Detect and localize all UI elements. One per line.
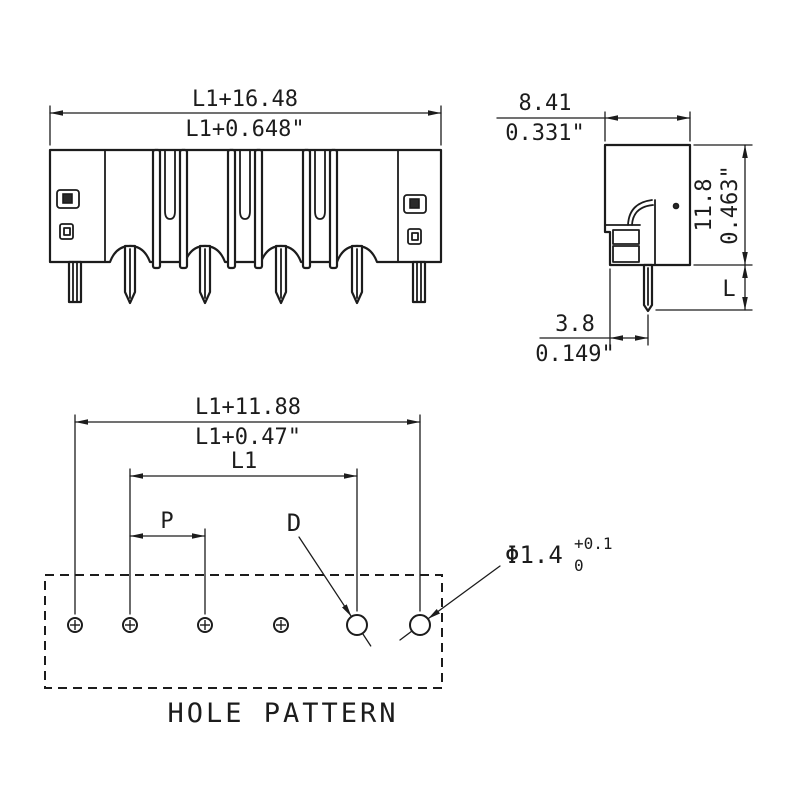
side-lever-curve — [627, 199, 653, 226]
d-ref-label: D — [287, 509, 301, 537]
leader-tail — [399, 630, 413, 641]
side-height-dim-in: 0.463" — [718, 165, 743, 244]
hole-dia-tol-lower: 0 — [574, 556, 584, 575]
pitch-dimension: P — [129, 509, 206, 615]
front-width-dim-mm: L1+16.48 — [192, 87, 298, 112]
end-pin — [67, 260, 83, 304]
clamp-frame — [403, 194, 427, 214]
tower-fin — [328, 148, 339, 270]
hole-dia-value: Φ1.4 — [505, 541, 563, 569]
hole-dia-callout: Φ1.4 +0.1 0 — [399, 534, 613, 641]
leader-line — [298, 536, 353, 618]
board-outline — [44, 574, 443, 689]
tower-fin — [226, 148, 237, 270]
leader-line — [427, 565, 501, 620]
front-left-clamp — [56, 189, 80, 240]
front-right-clamp — [403, 194, 427, 245]
side-view: 8.41 0.331" 11.8 0.463" L 3.8 0.149" — [496, 91, 753, 367]
front-pins — [67, 244, 427, 305]
side-depth-dimension: 8.41 0.331" — [496, 91, 691, 146]
overall-dim-in: L1+0.47" — [195, 425, 301, 450]
pitch-dim-label: P — [160, 509, 173, 534]
front-body-outline — [48, 148, 443, 264]
side-pin-offset-mm: 3.8 — [555, 312, 595, 337]
clamp-slot — [407, 228, 422, 245]
tower-fin — [253, 148, 264, 270]
hole-small — [273, 617, 289, 633]
side-height-dimension: 11.8 0.463" — [692, 144, 753, 266]
tower-slot — [314, 149, 326, 220]
side-depth-dim-mm: 8.41 — [519, 91, 572, 116]
l1-dimension: L1 — [129, 449, 358, 615]
clamp-frame — [56, 189, 80, 209]
leader-tail — [361, 632, 372, 647]
side-contact-box — [612, 245, 640, 263]
side-depth-dim-in: 0.331" — [505, 121, 584, 146]
tower-slot — [239, 149, 251, 220]
side-pin-length-label: L — [722, 277, 735, 302]
overall-dimension: L1+11.88 L1+0.47" — [74, 395, 421, 615]
front-tower — [226, 148, 264, 270]
hole-small — [122, 617, 138, 633]
hole-small — [197, 617, 213, 633]
hole-large-d — [409, 614, 431, 636]
holes — [67, 614, 431, 636]
front-tower — [151, 148, 189, 270]
hole-dia-tol-upper: +0.1 — [574, 534, 613, 553]
overall-dim-mm: L1+11.88 — [195, 395, 301, 420]
side-pin-offset-in: 0.149" — [535, 342, 614, 367]
hole-large-d — [346, 614, 368, 636]
front-width-dimension: L1+16.48 L1+0.648" — [49, 87, 442, 146]
hole-small — [67, 617, 83, 633]
l1-dim-label: L1 — [231, 449, 258, 474]
side-pivot-dot — [672, 202, 680, 210]
side-height-dim-mm: 11.8 — [692, 179, 717, 232]
tower-fin — [178, 148, 189, 270]
side-lever-curve — [631, 204, 654, 226]
clamp-slot-inner — [63, 227, 71, 236]
end-pin — [411, 260, 427, 304]
view-title: HOLE PATTERN — [167, 698, 398, 729]
tower-slot — [164, 149, 176, 220]
d-reference: D — [287, 509, 372, 647]
side-pin-offset-dimension: 3.8 0.149" — [535, 268, 649, 367]
side-body-outline — [603, 143, 692, 267]
tower-fin — [151, 148, 162, 270]
clamp-screw — [409, 198, 420, 209]
clamp-slot — [59, 223, 74, 240]
side-pin-length-dimension: L — [655, 264, 753, 311]
front-tower — [301, 148, 339, 270]
clamp-screw — [62, 193, 73, 204]
tower-fin — [301, 148, 312, 270]
side-contact-box — [612, 229, 640, 245]
clamp-slot-inner — [411, 232, 419, 241]
front-view: L1+16.48 L1+0.648" — [48, 87, 443, 305]
hole-pattern-view: L1+11.88 L1+0.47" L1 P D Φ1.4 +0.1 0 — [44, 395, 613, 729]
front-width-dim-in: L1+0.648" — [185, 117, 304, 142]
